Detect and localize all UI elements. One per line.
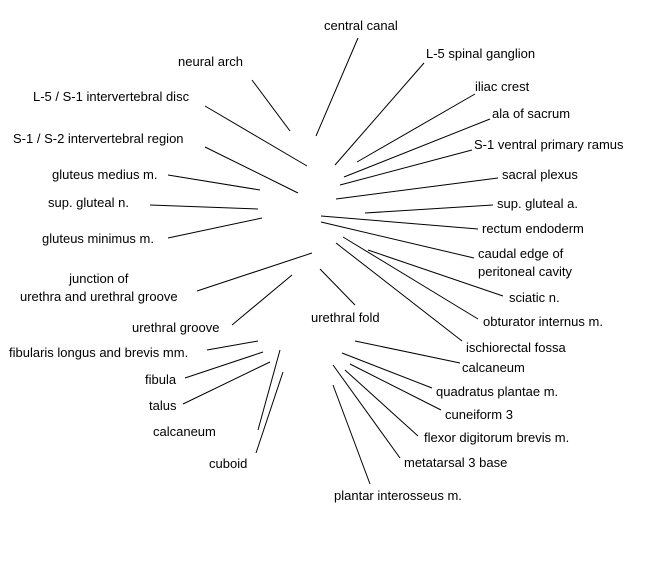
- label-gluteus-minimus: gluteus minimus m.: [42, 231, 154, 246]
- label-urethral-fold: urethral fold: [311, 310, 380, 325]
- label-metatarsal-3-base: metatarsal 3 base: [404, 455, 508, 470]
- label-obturator-internus: obturator internus m.: [483, 314, 603, 329]
- leader-s1-s2-region: [204, 146, 299, 194]
- label-junction-line1: junction of: [69, 271, 129, 286]
- leader-plantar-interosseus: [332, 384, 371, 485]
- label-caudal-edge-line2: peritoneal cavity: [478, 264, 572, 279]
- label-plantar-interosseus: plantar interosseus m.: [334, 488, 462, 503]
- leader-gluteus-minimus: [167, 217, 263, 239]
- leader-l5-spinal-ganglion: [334, 62, 425, 166]
- leader-fibularis: [206, 340, 259, 351]
- label-neural-arch: neural arch: [178, 54, 244, 69]
- label-quadratus-plantae: quadratus plantae m.: [436, 384, 559, 399]
- label-calcaneum-left: calcaneum: [153, 424, 216, 439]
- label-gluteus-medius: gluteus medius m.: [52, 167, 158, 182]
- label-sciatic-n: sciatic n.: [509, 290, 560, 305]
- label-sacral-plexus: sacral plexus: [502, 167, 578, 182]
- label-ala-of-sacrum: ala of sacrum: [492, 106, 571, 121]
- leader-junction: [196, 252, 313, 292]
- leader-talus: [182, 361, 271, 405]
- leader-rectum-endoderm: [320, 215, 479, 230]
- label-central-canal: central canal: [324, 18, 398, 33]
- leader-caudal-edge: [320, 221, 475, 259]
- leader-quadratus-plantae: [341, 352, 433, 389]
- leader-flexor-digitorum: [344, 369, 419, 437]
- label-calcaneum-right: calcaneum: [462, 360, 525, 375]
- label-talus: talus: [149, 398, 177, 413]
- label-caudal-edge: caudal edge of peritoneal cavity: [478, 245, 572, 281]
- leader-urethral-groove: [231, 274, 293, 326]
- label-l5-s1-disc: L-5 / S-1 intervertebral disc: [33, 89, 190, 104]
- leader-obturator-internus: [342, 236, 479, 320]
- label-fibula: fibula: [145, 372, 177, 387]
- leader-central-canal: [315, 37, 359, 137]
- leader-metatarsal-3: [332, 364, 401, 459]
- label-cuneiform-3: cuneiform 3: [445, 407, 513, 422]
- label-cuboid: cuboid: [209, 456, 248, 471]
- leader-sciatic-n: [367, 249, 504, 297]
- leader-fibula: [184, 351, 264, 379]
- label-iliac-crest: iliac crest: [475, 79, 530, 94]
- leader-calcaneum-left: [257, 349, 281, 431]
- label-junction: junction of urethra and urethral groove: [20, 270, 178, 306]
- label-urethral-groove: urethral groove: [132, 320, 220, 335]
- label-l5-spinal-ganglion: L-5 spinal ganglion: [426, 46, 536, 61]
- leader-calcaneum-right: [354, 340, 461, 364]
- leader-neural-arch: [251, 79, 291, 132]
- leader-ischiorectal-fossa: [335, 242, 463, 342]
- label-s1-ventral-ramus: S-1 ventral primary ramus: [474, 137, 624, 152]
- leader-gluteus-medius: [167, 174, 261, 191]
- leader-ala-of-sacrum: [343, 118, 491, 178]
- label-sup-gluteal-a: sup. gluteal a.: [497, 196, 578, 211]
- leader-l5-s1-disc: [204, 105, 308, 167]
- label-ischiorectal-fossa: ischiorectal fossa: [466, 340, 566, 355]
- leader-iliac-crest: [356, 93, 476, 163]
- leader-cuboid: [255, 371, 284, 454]
- leader-cuneiform-3: [349, 363, 442, 411]
- leader-s1-ventral-ramus: [339, 149, 473, 186]
- label-sup-gluteal-n: sup. gluteal n.: [48, 195, 129, 210]
- label-caudal-edge-line1: caudal edge of: [478, 246, 564, 261]
- leader-sup-gluteal-a: [364, 204, 494, 214]
- leader-sup-gluteal-n: [149, 204, 259, 210]
- label-flexor-digitorum: flexor digitorum brevis m.: [424, 430, 570, 445]
- label-rectum-endoderm: rectum endoderm: [482, 221, 584, 236]
- label-fibularis: fibularis longus and brevis mm.: [9, 345, 189, 360]
- leader-urethral-fold: [319, 268, 356, 306]
- label-junction-line2: urethra and urethral groove: [20, 289, 178, 304]
- label-s1-s2-region: S-1 / S-2 intervertebral region: [13, 131, 184, 146]
- leader-sacral-plexus: [335, 177, 499, 200]
